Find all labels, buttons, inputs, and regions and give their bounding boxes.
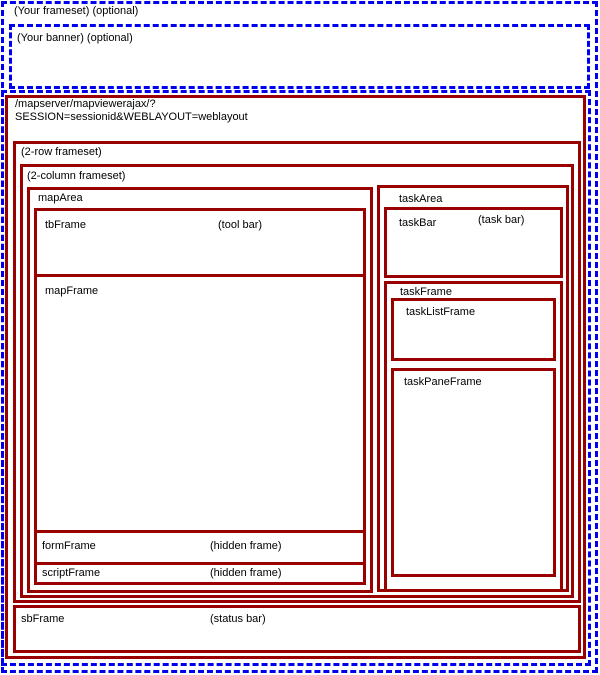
outer-frameset-label: (Your frameset) (optional) — [14, 5, 139, 17]
script-frame: scriptFrame (hidden frame) — [37, 562, 363, 582]
task-bar-annotation: (task bar) — [478, 214, 525, 226]
tb-frame-label: tbFrame — [45, 219, 86, 231]
mapviewer-url-line1: /mapserver/mapviewerajax/? — [15, 98, 156, 110]
mapviewer-url-line2: SESSION=sessionid&WEBLAYOUT=weblayout — [15, 111, 248, 123]
tb-frame: tbFrame (tool bar) — [37, 211, 363, 274]
form-frame-annotation: (hidden frame) — [210, 540, 282, 552]
task-list-frame-label: taskListFrame — [406, 306, 476, 318]
two-row-frameset-label: (2-row frameset) — [21, 146, 102, 158]
map-frame-label: mapFrame — [45, 285, 99, 297]
banner-box — [9, 24, 590, 89]
map-inner-box: tbFrame (tool bar) mapFrame formFrame (h… — [34, 208, 366, 585]
sb-frame-annotation: (status bar) — [210, 613, 266, 625]
sb-frame-box — [13, 605, 581, 653]
task-bar-box — [384, 207, 563, 278]
tb-frame-annotation: (tool bar) — [218, 219, 263, 231]
task-bar-label: taskBar — [399, 217, 437, 229]
task-list-frame-box — [391, 298, 556, 361]
task-frame-label: taskFrame — [400, 286, 452, 298]
task-area-label: taskArea — [399, 193, 443, 205]
mapviewer-url: /mapserver/mapviewerajax/? SESSION=sessi… — [15, 98, 248, 124]
task-pane-frame-box — [391, 368, 556, 577]
map-frame: mapFrame — [37, 274, 363, 530]
two-column-frameset-label: (2-column frameset) — [27, 170, 126, 182]
mapviewer-frame-box — [1, 90, 591, 666]
sb-frame-label: sbFrame — [21, 613, 65, 625]
form-frame: formFrame (hidden frame) — [37, 530, 363, 562]
task-pane-frame-label: taskPaneFrame — [404, 376, 482, 388]
script-frame-label: scriptFrame — [42, 567, 101, 579]
form-frame-label: formFrame — [42, 540, 96, 552]
map-area-label: mapArea — [38, 192, 83, 204]
script-frame-annotation: (hidden frame) — [210, 567, 282, 579]
banner-label: (Your banner) (optional) — [17, 32, 133, 44]
